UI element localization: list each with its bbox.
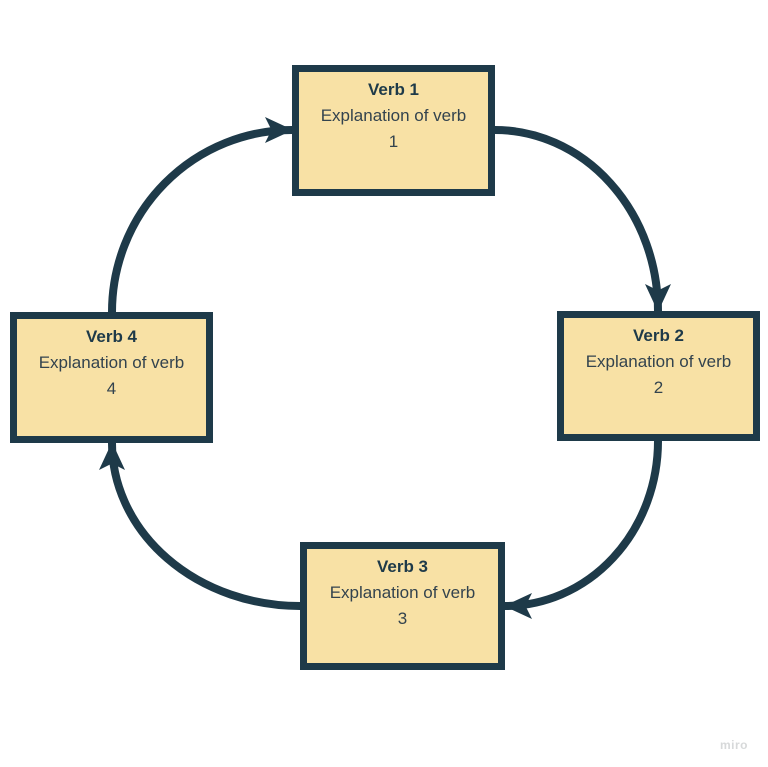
node-verb-2-title: Verb 2	[632, 326, 685, 345]
node-verb-2[interactable]: Verb 2 Explanation of verb 2	[557, 311, 760, 441]
connector-verb4-to-verb1[interactable]	[108, 117, 293, 313]
node-verb-1-title: Verb 1	[367, 80, 420, 99]
node-verb-4[interactable]: Verb 4 Explanation of verb 4	[10, 312, 213, 443]
connector-verb3-to-verb4[interactable]	[99, 442, 301, 610]
node-verb-1[interactable]: Verb 1 Explanation of verb 1	[292, 65, 495, 196]
node-verb-3[interactable]: Verb 3 Explanation of verb 3	[300, 542, 505, 670]
node-verb-2-description: Explanation of verb 2	[585, 352, 732, 397]
connector-verb2-to-verb3[interactable]	[504, 440, 662, 619]
node-verb-3-description: Explanation of verb 3	[329, 583, 476, 628]
node-verb-1-description: Explanation of verb 1	[320, 106, 467, 151]
connector-verb1-to-verb2[interactable]	[494, 126, 671, 312]
node-verb-4-title: Verb 4	[85, 327, 138, 346]
miro-watermark: miro	[719, 738, 748, 752]
node-verb-4-description: Explanation of verb 4	[38, 353, 185, 398]
node-verb-3-title: Verb 3	[376, 557, 429, 576]
